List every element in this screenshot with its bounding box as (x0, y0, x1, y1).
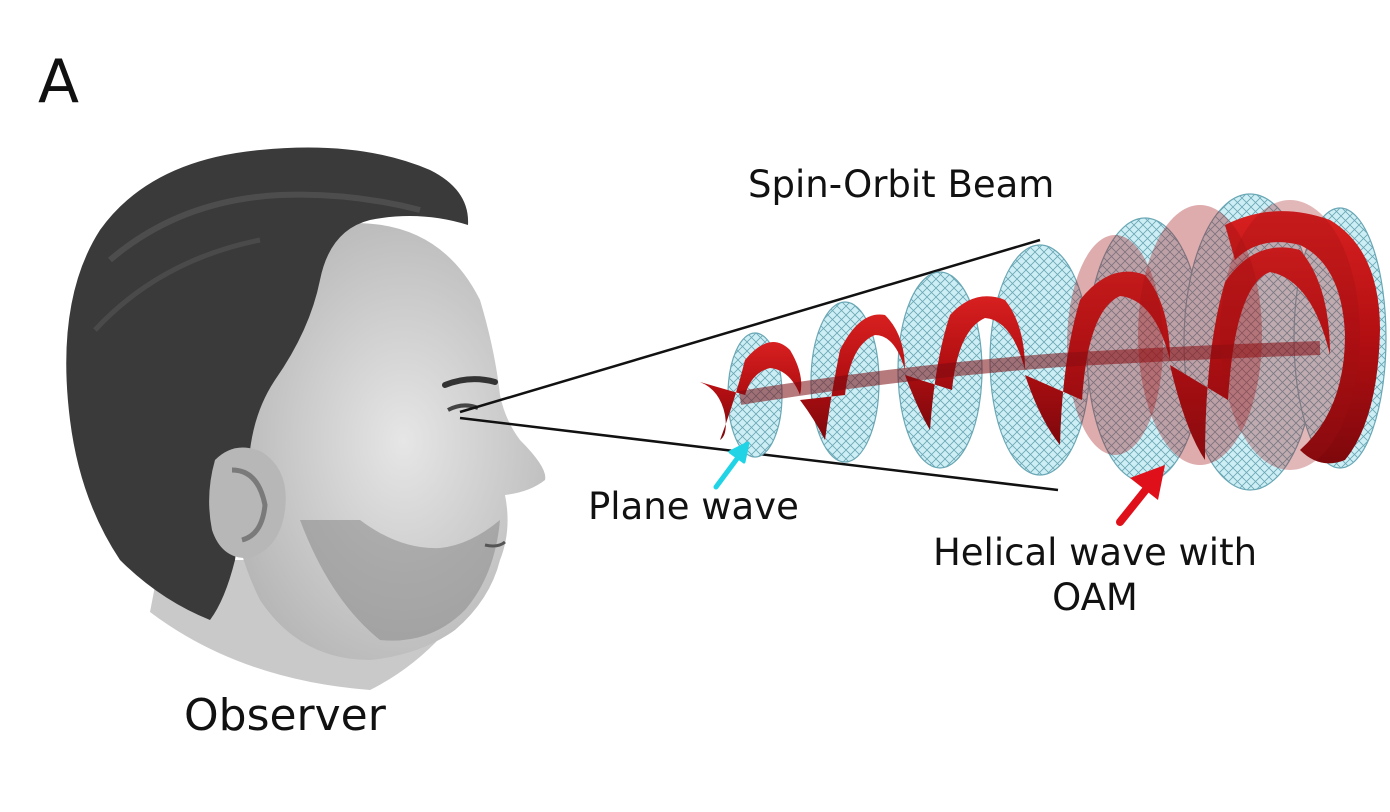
observer-head-icon (66, 147, 546, 690)
helical-wave-label: Helical wave with OAM (932, 531, 1258, 620)
plane-wave-label: Plane wave (588, 485, 799, 528)
beam-title: Spin-Orbit Beam (748, 163, 1055, 206)
helix-ribbon (700, 200, 1380, 470)
helical-beam-icon (700, 193, 1387, 491)
plane-wave-arrow-icon (713, 441, 750, 490)
panel-letter: A (38, 47, 80, 117)
helical-wave-arrow-icon (1116, 465, 1165, 526)
observer-label: Observer (184, 690, 386, 741)
